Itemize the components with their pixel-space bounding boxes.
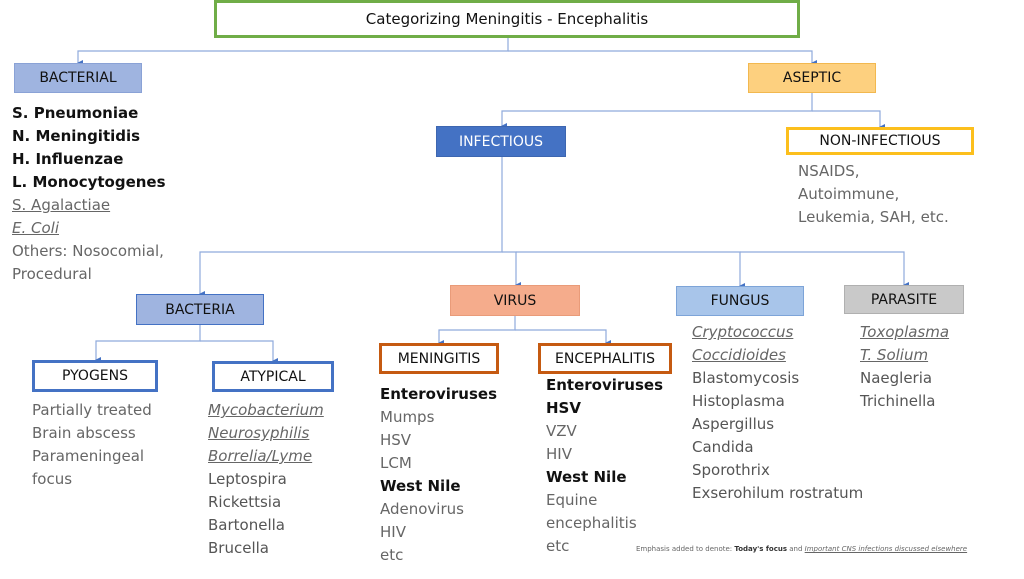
- list-item: Brain abscess: [32, 424, 136, 442]
- footnote: Emphasis added to denote: Today's focus …: [636, 545, 967, 553]
- list-item: Enteroviruses: [546, 376, 663, 394]
- list-item: Parameningeal: [32, 447, 145, 465]
- list-item: Enteroviruses: [380, 385, 497, 403]
- connector-infectious-bacteria: [199, 157, 503, 297]
- list-item: Neurosyphilis: [208, 424, 310, 442]
- list-item: Coccidioides: [692, 346, 786, 364]
- list-item: Autoimmune,: [798, 185, 900, 203]
- list-item: Rickettsia: [208, 493, 282, 511]
- node-bacteria: BACTERIA: [136, 294, 264, 325]
- list-item: focus: [32, 470, 73, 488]
- list-item: Brucella: [208, 539, 269, 557]
- list-item: Mycobacterium: [208, 401, 324, 419]
- list-item: Bartonella: [208, 516, 285, 534]
- list-item: N. Meningitidis: [12, 127, 141, 145]
- node-parasite: PARASITE: [844, 285, 964, 314]
- list-item: HIV: [380, 523, 406, 541]
- connector-infectious-fungus: [516, 251, 745, 289]
- list-item: Histoplasma: [692, 392, 785, 410]
- connector-bacteria-pyogens: [95, 325, 201, 363]
- connector-bacteria-atypical: [200, 340, 278, 364]
- list-item: S. Pneumoniae: [12, 104, 139, 122]
- list-item: West Nile: [380, 477, 461, 495]
- footnote-middle: and: [787, 545, 805, 553]
- connector-infectious-parasite: [740, 251, 909, 288]
- connector-aseptic-noninfectious: [812, 110, 885, 130]
- node-pyogens: PYOGENS: [32, 360, 158, 392]
- list-item: etc: [546, 537, 570, 555]
- list-item: S. Agalactiae: [12, 196, 111, 214]
- list-item: H. Influenzae: [12, 150, 124, 168]
- list-item: etc: [380, 546, 404, 564]
- connector-aseptic-infectious: [501, 93, 813, 129]
- diagram-title: Categorizing Meningitis - Encephalitis: [214, 0, 800, 38]
- list-item: E. Coli: [12, 219, 59, 237]
- node-meningitis: MENINGITIS: [379, 343, 499, 374]
- list-item: Others: Nosocomial,: [12, 242, 164, 260]
- list-item: HSV: [546, 399, 581, 417]
- list-item: HIV: [546, 445, 572, 463]
- list-item: Leukemia, SAH, etc.: [798, 208, 949, 226]
- list-item: Mumps: [380, 408, 435, 426]
- list-item: encephalitis: [546, 514, 637, 532]
- bacterial-list: S. Pneumoniae N. Meningitidis H. Influenza…: [12, 102, 166, 286]
- connector-title-aseptic: [508, 50, 817, 66]
- connector-title-bacterial: [77, 38, 509, 66]
- node-aseptic: ASEPTIC: [748, 63, 876, 93]
- list-item: Blastomycosis: [692, 369, 800, 387]
- connector-virus-meningitis: [438, 316, 516, 346]
- list-item: Sporothrix: [692, 461, 770, 479]
- footnote-bold: Today's focus: [734, 545, 788, 553]
- list-item: Equine: [546, 491, 598, 509]
- list-item: Exserohilum rostratum: [692, 484, 864, 502]
- node-virus: VIRUS: [450, 285, 580, 316]
- node-bacterial: BACTERIAL: [14, 63, 142, 93]
- list-item: HSV: [380, 431, 412, 449]
- list-item: Naegleria: [860, 369, 933, 387]
- list-item: Trichinella: [860, 392, 936, 410]
- connector-infectious-virus: [502, 251, 521, 288]
- list-item: Borrelia/Lyme: [208, 447, 313, 465]
- list-item: Partially treated: [32, 401, 152, 419]
- list-item: Toxoplasma: [860, 323, 950, 341]
- non-infectious-list: NSAIDS, Autoimmune, Leukemia, SAH, etc.: [798, 160, 949, 229]
- list-item: VZV: [546, 422, 577, 440]
- list-item: Leptospira: [208, 470, 287, 488]
- node-atypical: ATYPICAL: [212, 361, 334, 392]
- list-item: Adenovirus: [380, 500, 464, 518]
- node-encephalitis: ENCEPHALITIS: [538, 343, 672, 374]
- node-fungus: FUNGUS: [676, 286, 804, 316]
- list-item: Cryptococcus: [692, 323, 794, 341]
- list-item: Candida: [692, 438, 754, 456]
- list-item: T. Solium: [860, 346, 929, 364]
- list-item: West Nile: [546, 468, 627, 486]
- list-item: NSAIDS,: [798, 162, 860, 180]
- footnote-italic: Important CNS infections discussed elsew…: [804, 545, 968, 553]
- list-item: Aspergillus: [692, 415, 775, 433]
- footnote-prefix: Emphasis added to denote:: [636, 545, 735, 553]
- connector-virus-encephalitis: [515, 329, 611, 346]
- node-infectious: INFECTIOUS: [436, 126, 566, 157]
- list-item: LCM: [380, 454, 412, 472]
- node-non-infectious: NON-INFECTIOUS: [786, 127, 974, 155]
- list-item: L. Monocytogenes: [12, 173, 166, 191]
- list-item: Procedural: [12, 265, 92, 283]
